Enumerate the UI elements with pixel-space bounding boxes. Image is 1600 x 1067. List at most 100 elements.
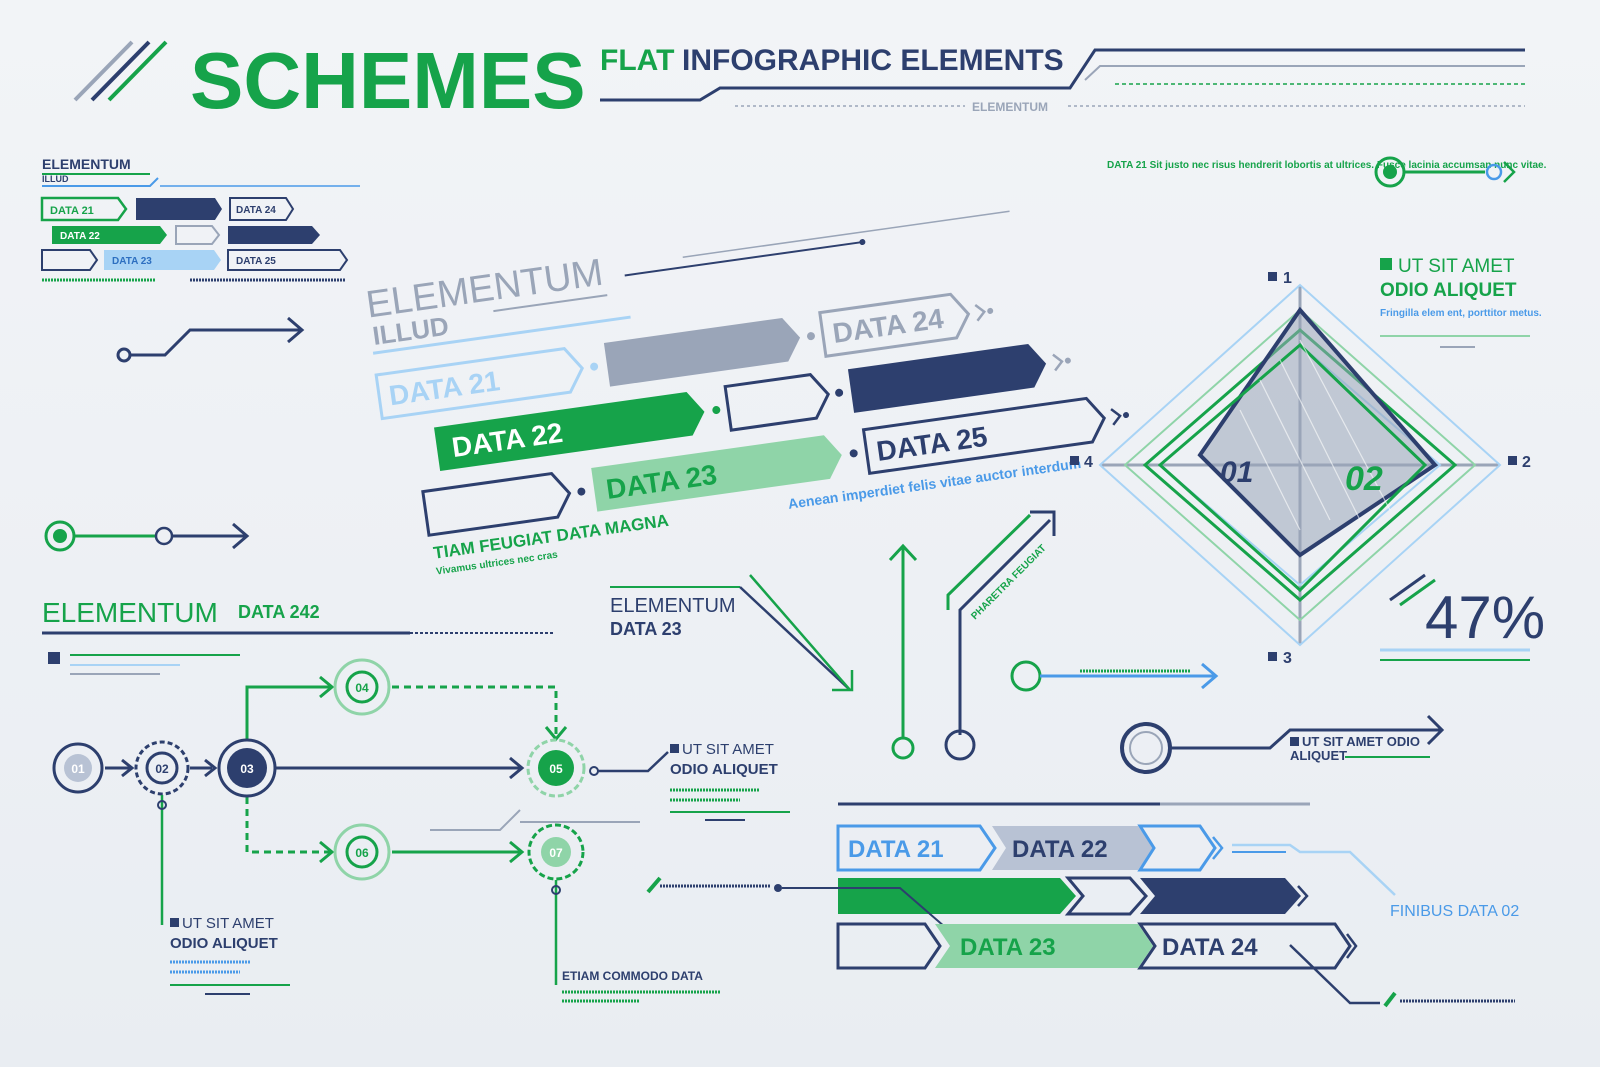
radar-title-desc: Fringilla elem ent, porttitor metus. [1380,308,1542,319]
radar-title-line1: UT SIT AMET [1398,256,1515,277]
bottom-navy-bar [1140,878,1301,914]
mini-data24-box [229,197,295,221]
radar-series-01 [1197,306,1439,558]
flow-note-line [598,751,669,773]
radar-axis3-mark [1268,652,1277,661]
flow-bnote-line2: ODIO ALIQUET [170,935,278,952]
flow-title: ELEMENTUM [42,597,218,628]
flow-note-dot [589,766,599,776]
flow-conn-1-head [121,758,135,778]
bottom-right-slash [1383,991,1397,1008]
flow-node-01-ring [52,742,104,794]
mini-data25-box [227,249,349,271]
mini-data21: DATA 21 [50,205,94,217]
radar-top-note: DATA 21 Sit justo nec risus hendrerit lo… [1107,160,1547,171]
bottom-finibus: FINIBUS DATA 02 [1390,903,1519,920]
radar-axis1-mark [1268,272,1277,281]
flow-main-head [509,756,525,780]
flow-note-mark [670,744,679,753]
bottom-left-conn [782,887,961,941]
middle-sub: DATA 23 [610,619,682,639]
flow-node-03 [227,748,267,788]
percent-value: 47% [1425,584,1545,651]
left-dot-arrow [44,520,250,552]
mini-panel: ELEMENTUM ILLUD DATA 21 DATA 24 DATA 22 … [40,156,360,282]
mini-data25: DATA 25 [236,256,276,267]
flow-bnote2-line1: ETIAM COMMODO DATA [562,969,703,983]
bottom-blue-chev [1137,824,1217,872]
flow-node-04-ring [333,658,391,716]
flow-up-branch [245,685,330,740]
radar-axis1-label: 1 [1283,270,1292,287]
flow-node-07-label: 07 [549,846,563,860]
mini-arrow-connector [116,316,305,363]
bottom-data22-bar [992,826,1153,870]
flow-title-tag: DATA 242 [238,602,320,622]
flow-down-branch [245,797,330,854]
radar-axis2-mark [1508,456,1517,465]
ring-note-mark [1290,737,1299,746]
radar-chart: DATA 21 Sit justo nec risus hendrerit lo… [1070,156,1547,667]
center-title-line-2 [493,294,608,313]
flow-node-05-ring [526,738,586,798]
flow-node-04-label: 04 [355,681,369,695]
radar-axis2-label: 2 [1522,454,1531,471]
radar-grid-3 [1142,328,1458,602]
header-slash-2 [90,40,151,102]
radar-title-mark [1380,258,1392,270]
bottom-data24-tip [1346,933,1358,959]
mini-data22-bar [52,226,167,244]
bent-arrow-navy [958,518,1052,735]
radar-top-arrowhead [1503,161,1516,183]
center-dot-6 [849,449,858,458]
ring-line [1170,728,1440,750]
middle-section: ELEMENTUM DATA 23 PHARETRA FEUGIAT UT SI… [610,510,1445,774]
header-slash-1 [73,40,134,102]
flow-gray-deco [430,809,521,831]
ring-inner [1129,731,1163,765]
mini-data23-bar [104,250,221,270]
center-navy-bar [847,343,1047,413]
radar-series-02-label: 02 [1345,460,1383,498]
mini-data21-box [40,196,128,222]
page-title: SCHEMES [190,36,586,125]
radar-axis3-label: 3 [1283,650,1292,667]
flow-node-06-label: 06 [355,846,369,860]
header-line-navy [600,48,1525,102]
center-dot-5 [577,487,586,496]
bottom-left-slash [646,876,662,894]
bottom-empty-box [836,922,942,970]
bent-arrow-head [1030,510,1056,536]
center-dot-2 [806,332,815,341]
bent-arrow-green [946,513,1032,610]
mid-dot-outer [1010,660,1042,692]
flow-node-01 [64,754,92,782]
bottom-left-dot [774,884,782,892]
center-data25-box [861,396,1107,475]
bottom-finibus-line [1232,843,1396,896]
bottom-blue-tip [1212,836,1224,860]
hatch-2 [1279,359,1361,521]
radar-hatch [1239,339,1391,531]
bottom-bars: DATA 21 DATA 22 FINIBUS DATA 02 DATA 23 … [646,802,1519,1008]
bottom-data23-bar [935,924,1153,968]
radar-title-line2: ODIO ALIQUET [1380,280,1517,301]
mini-sub: ILLUD [42,174,69,184]
center-top-line [682,210,1010,258]
header-tag: ELEMENTUM [972,100,1048,114]
radar-series-02 [1157,342,1428,593]
flow-node-02 [145,751,179,785]
middle-diag-arrowhead [832,670,854,692]
flow-conn-2-head [204,758,218,778]
center-data22-bar [434,391,705,472]
mini-navy-bar-2 [228,226,320,244]
left-arrow-mid-dot [154,526,174,546]
header-line-gray [1084,65,1525,81]
hatch-4 [1239,409,1301,531]
mini-title: ELEMENTUM [42,156,131,172]
center-panel: ELEMENTUM ILLUD DATA 21 DATA 24 DATA 22 … [363,210,1130,578]
bent-arrow-base-dot [944,729,976,761]
flow-node-07-ring [527,823,585,881]
center-chev-1 [974,303,987,322]
bottom-right-conn [1289,944,1380,1005]
